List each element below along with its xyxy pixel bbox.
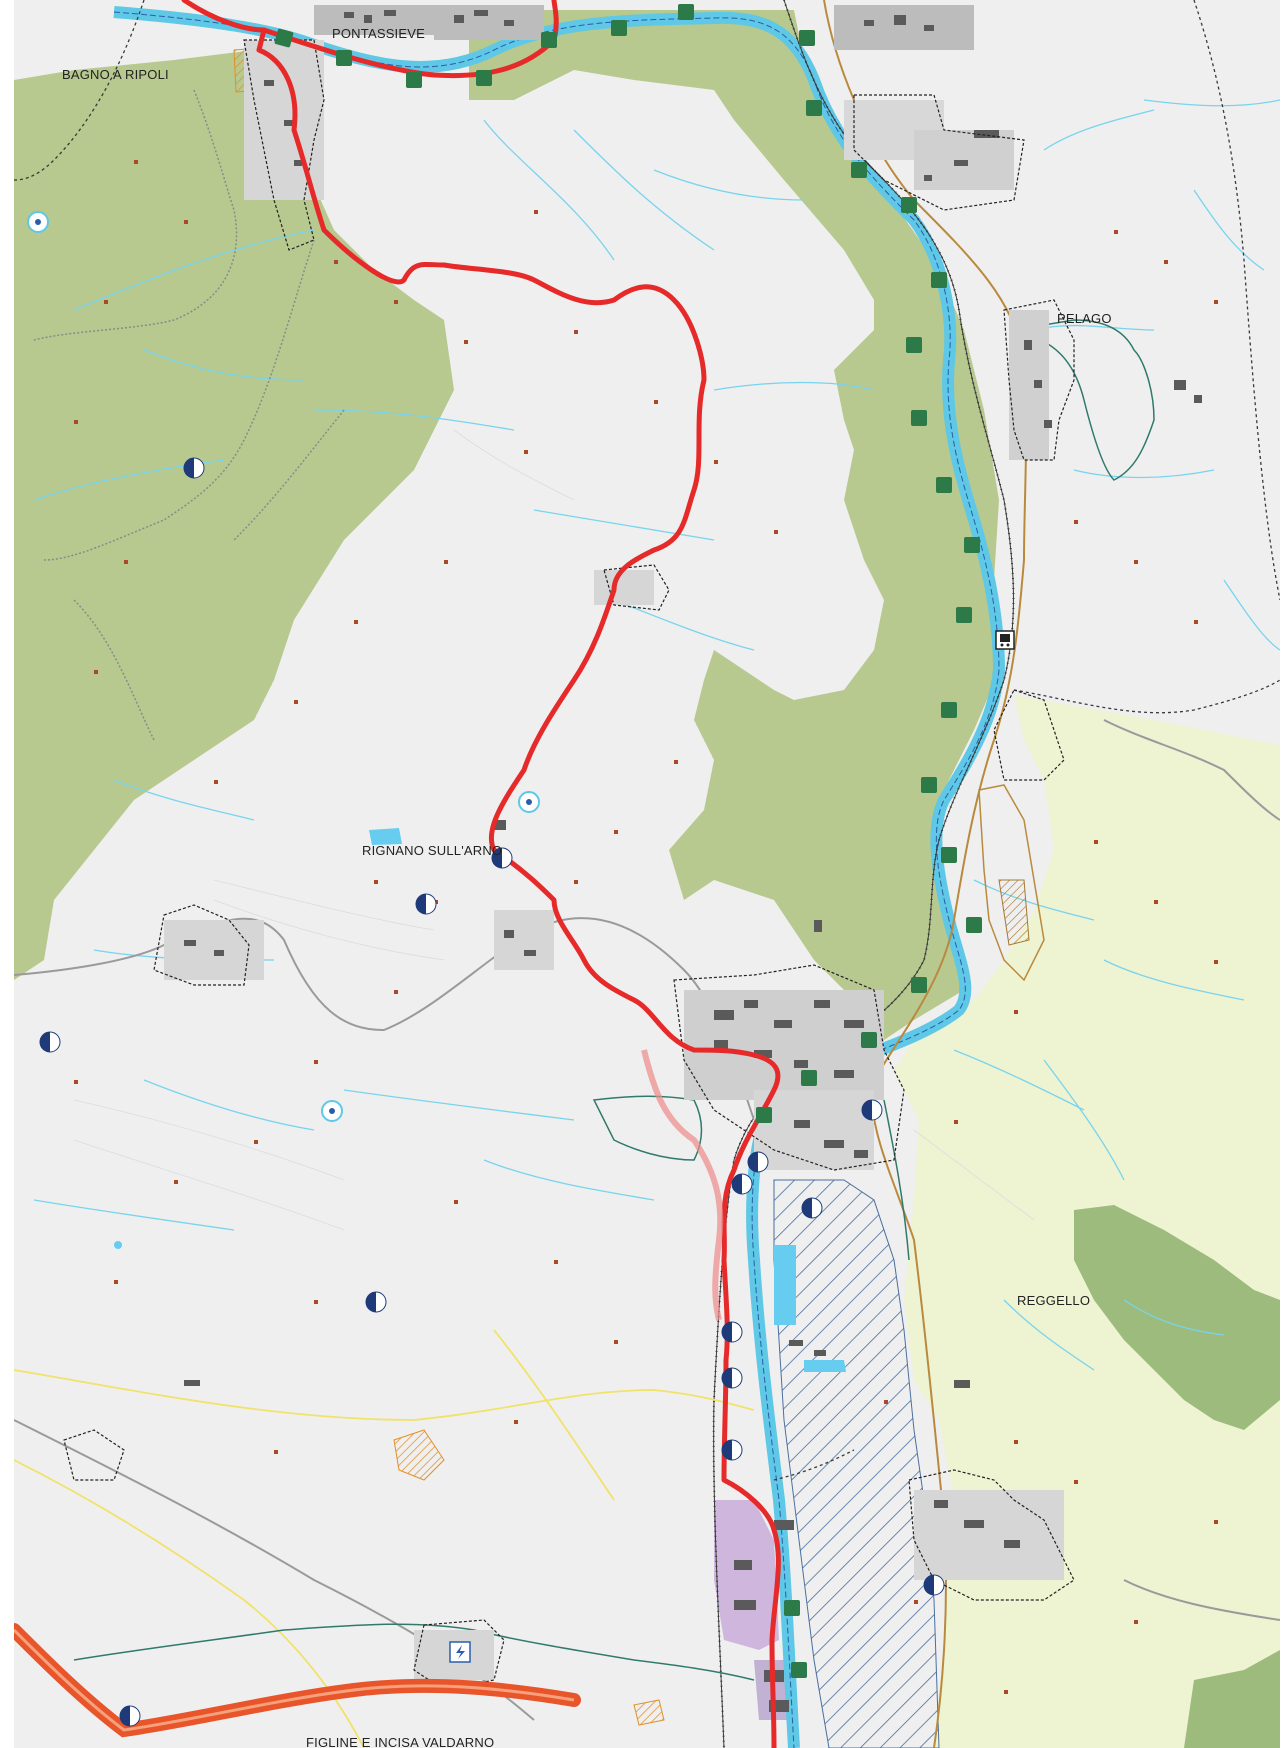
lake: [774, 1245, 796, 1325]
half-circle-marker-icon: [119, 1705, 141, 1727]
admin-boundaries: [14, 0, 1280, 1481]
river-marker-icon: [476, 70, 492, 86]
river-marker-icon: [964, 537, 980, 553]
water-point-icon: [321, 1100, 343, 1122]
river-marker-icon: [678, 4, 694, 20]
river-marker-icon: [956, 607, 972, 623]
half-circle-marker-icon: [365, 1291, 387, 1313]
settlement-outlines: [63, 39, 1075, 1691]
place-label-pelago: PELAGO: [1057, 311, 1112, 326]
river-marker-icon: [966, 917, 982, 933]
river-marker-icon: [784, 1600, 800, 1616]
river-marker-icon: [806, 100, 822, 116]
river-marker-icon: [936, 477, 952, 493]
river-marker-icon: [851, 162, 867, 178]
river-marker-icon: [941, 702, 957, 718]
river-marker-icon: [791, 1662, 807, 1678]
half-circle-marker-icon: [861, 1099, 883, 1121]
half-circle-marker-icon: [183, 457, 205, 479]
trails: [33, 89, 345, 741]
contours: [73, 429, 1035, 1231]
scattered-buildings: [74, 160, 1218, 1694]
hatched-floodplain: [773, 1179, 940, 1748]
river-marker-icon: [541, 32, 557, 48]
pond-east: [804, 1360, 846, 1372]
forest-southeast: [1184, 1650, 1280, 1748]
half-circle-marker-icon: [491, 847, 513, 869]
forest-central: [469, 10, 1004, 1040]
place-label-rignano: RIGNANO SULL'ARNO: [362, 843, 503, 858]
water-point-icon: [27, 211, 49, 233]
river-marker-icon: [799, 30, 815, 46]
half-circle-marker-icon: [747, 1151, 769, 1173]
water-point-icon: [518, 791, 540, 813]
river-marker-icon: [861, 1032, 877, 1048]
river-marker-icon: [911, 410, 927, 426]
half-circle-marker-icon: [923, 1574, 945, 1596]
map-frame[interactable]: PONTASSIEVE BAGNO A RIPOLI PELAGO RIGNAN…: [14, 0, 1280, 1748]
river-marker-icon: [801, 1070, 817, 1086]
river-marker-icon: [941, 847, 957, 863]
river-marker-icon: [911, 977, 927, 993]
river-markers: [274, 4, 982, 1678]
pond-small: [114, 1241, 122, 1249]
half-circle-marker-icon: [721, 1439, 743, 1461]
map-canvas: [14, 0, 1280, 1748]
river-marker-icon: [406, 72, 422, 88]
place-label-pontassieve: PONTASSIEVE: [332, 26, 425, 41]
half-circle-marker-icon: [39, 1031, 61, 1053]
train-station-icon: [995, 630, 1015, 650]
route-line[interactable]: [181, 0, 781, 1748]
industrial-area: [714, 1500, 779, 1650]
river-marker-icon: [274, 28, 294, 48]
half-circle-marker-icon: [731, 1173, 753, 1195]
forest-west: [14, 50, 454, 980]
half-circle-marker-icon: [721, 1321, 743, 1343]
place-label-figline: FIGLINE E INCISA VALDARNO: [306, 1735, 495, 1748]
orange-patch-2: [633, 1699, 665, 1726]
river-marker-icon: [931, 272, 947, 288]
river-marker-icon: [336, 50, 352, 66]
road-east: [823, 0, 1028, 1748]
power-plant-icon: [449, 1641, 471, 1663]
half-circle-marker-icon: [721, 1367, 743, 1389]
place-label-bagno-a-ripoli: BAGNO A RIPOLI: [62, 67, 169, 82]
quarry-hatch: [998, 879, 1030, 946]
teal-boundaries: [73, 319, 1155, 1681]
settlements: [164, 5, 1064, 1680]
water-points: [27, 211, 540, 1122]
half-circle-marker-icon: [415, 893, 437, 915]
orange-patch: [393, 1429, 445, 1481]
forest-reggello: [1074, 1205, 1280, 1430]
quarry-outline: [978, 784, 1045, 982]
streams: [33, 99, 1280, 1371]
river-marker-icon: [611, 20, 627, 36]
highway-core: [14, 1628, 575, 1732]
pond: [369, 828, 402, 845]
river-marker-icon: [921, 777, 937, 793]
river-marker-icon: [906, 337, 922, 353]
place-label-reggello: REGGELLO: [1017, 1293, 1091, 1308]
half-circle-marker-icon: [801, 1197, 823, 1219]
half-circle-markers: [39, 457, 945, 1727]
route-detour[interactable]: [641, 1049, 724, 1321]
river-marker-icon: [901, 197, 917, 213]
river-marker-icon: [756, 1107, 772, 1123]
buildings: [184, 10, 1202, 1712]
